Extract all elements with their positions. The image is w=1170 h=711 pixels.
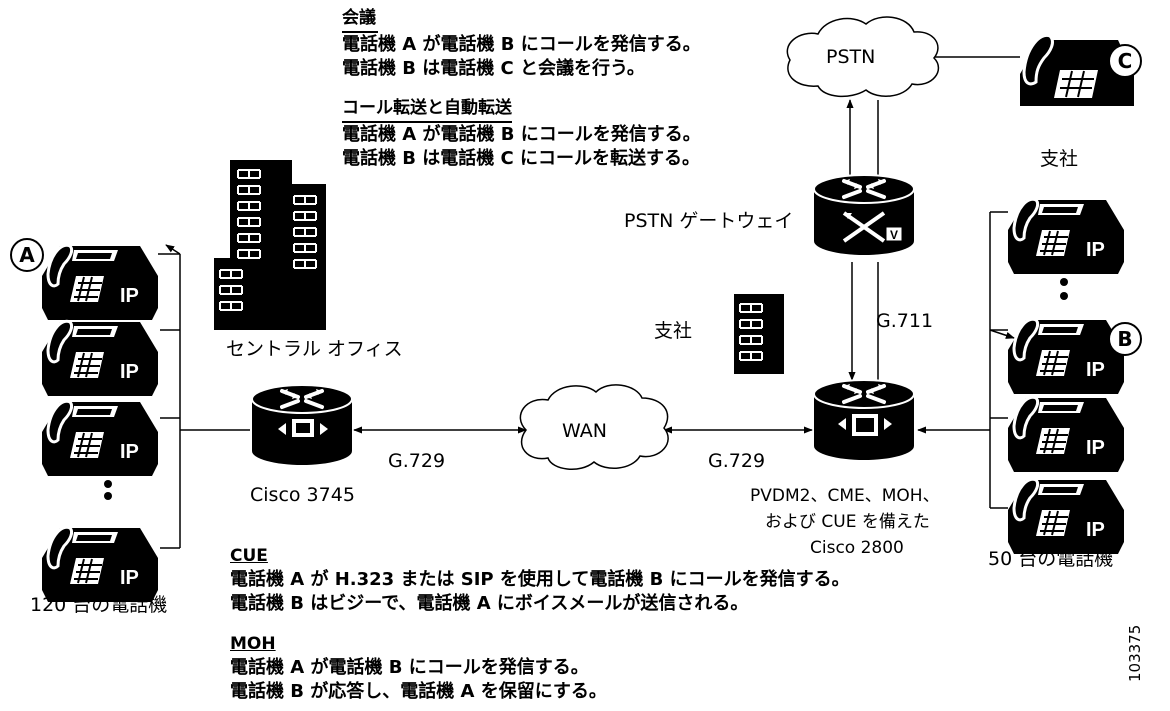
- ip-label: IP: [1086, 359, 1105, 381]
- pstn-gateway-label: PSTN ゲートウェイ: [624, 210, 794, 232]
- ip-phone-icon: [40, 525, 160, 604]
- note-transfer-title: コール転送と自動転送: [342, 96, 512, 123]
- phones-120-label: 120 台の電話機: [30, 594, 168, 616]
- cisco-2800-line3: Cisco 2800: [810, 538, 904, 558]
- branch-building-icon: [734, 294, 784, 374]
- central-office-building-icon: [214, 160, 326, 330]
- note-moh-title: MOH: [230, 634, 276, 654]
- ip-phone-icon: [1006, 477, 1126, 556]
- central-office-label: セントラル オフィス: [226, 338, 403, 360]
- g711-label: G.711: [876, 310, 934, 332]
- note-moh: MOH 電話機 A が電話機 B にコールを発信する。 電話機 B が応答し、電…: [230, 632, 607, 704]
- svg-text:V: V: [890, 228, 898, 242]
- note-cue-line1: 電話機 A が H.323 または SIP を使用して電話機 B にコールを発信…: [230, 569, 850, 590]
- g729-left-label: G.729: [388, 450, 446, 472]
- ip-phone-labels: IP IP IP IP IP IP IP IP: [120, 239, 1105, 589]
- note-cue-line2: 電話機 B はビジーで、電話機 A にボイスメールが送信される。: [230, 593, 749, 614]
- connection-lines: [158, 56, 1020, 549]
- note-cue-title: CUE: [230, 546, 268, 566]
- phones-50-label: 50 台の電話機: [988, 548, 1114, 570]
- note-transfer-line1: 電話機 A が電話機 B にコールを発信する。: [342, 124, 701, 145]
- ip-phone-icon: [1006, 395, 1126, 474]
- ip-label: IP: [120, 441, 139, 463]
- branch-top-label: 支社: [1040, 148, 1079, 170]
- note-transfer-line2: 電話機 B は電話機 C にコールを転送する。: [342, 148, 700, 169]
- note-conference-line2: 電話機 B は電話機 C と会議を行う。: [342, 58, 645, 79]
- callout-a: A: [10, 238, 44, 272]
- callout-b: B: [1108, 322, 1142, 356]
- ip-phone-icon: [40, 319, 160, 398]
- wan-label: WAN: [562, 420, 607, 442]
- ip-phone-b-icon: [1006, 317, 1126, 396]
- ip-phone-icon: [40, 399, 160, 478]
- ip-label: IP: [120, 285, 139, 307]
- cisco-2800-router-icon: [812, 378, 916, 462]
- ip-label: IP: [1086, 239, 1105, 261]
- figure-id: 103375: [1126, 624, 1144, 682]
- note-conference-title: 会議: [342, 6, 378, 33]
- pstn-gateway-icon: V: [812, 173, 916, 257]
- note-conference-line1: 電話機 A が電話機 B にコールを発信する。: [342, 34, 701, 55]
- ip-phone-a-icon: [40, 243, 160, 322]
- note-conference: 会議 電話機 A が電話機 B にコールを発信する。 電話機 B は電話機 C …: [342, 6, 701, 81]
- note-transfer: コール転送と自動転送 電話機 A が電話機 B にコールを発信する。 電話機 B…: [342, 96, 701, 171]
- wan-cloud-icon: [519, 384, 669, 470]
- cisco-2800-line1: PVDM2、CME、MOH、: [750, 486, 940, 506]
- cisco-3745-label: Cisco 3745: [250, 484, 355, 506]
- branch-mid-label: 支社: [654, 320, 693, 342]
- callout-c: C: [1108, 44, 1142, 78]
- cisco-2800-line2: および CUE を備えた: [765, 512, 930, 532]
- ip-label: IP: [120, 567, 139, 589]
- ip-label: IP: [1086, 437, 1105, 459]
- ip-phone-icon: [1006, 197, 1126, 276]
- note-cue: CUE 電話機 A が H.323 または SIP を使用して電話機 B にコー…: [230, 544, 850, 616]
- ip-label: IP: [120, 361, 139, 383]
- pstn-label: PSTN: [826, 46, 876, 68]
- g729-right-label: G.729: [708, 450, 766, 472]
- ip-label: IP: [1086, 519, 1105, 541]
- note-moh-line2: 電話機 B が応答し、電話機 A を保留にする。: [230, 681, 607, 702]
- note-moh-line1: 電話機 A が電話機 B にコールを発信する。: [230, 657, 589, 678]
- pstn-cloud-icon: [786, 16, 940, 98]
- cisco-3745-router-icon: [250, 383, 354, 467]
